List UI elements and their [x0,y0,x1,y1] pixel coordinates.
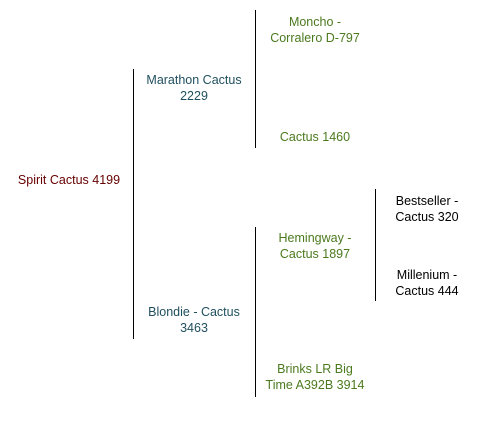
sire-name-line1: Marathon Cactus [146,73,242,87]
sire-sire-name-line1: Moncho - [288,15,342,29]
dam-dam-name-line2: Time A392B 3914 [265,378,365,392]
sire-node: Marathon Cactus 2229 [135,72,253,104]
dam-sire-name-line2: Cactus 1897 [279,247,351,261]
dam-sire-dam-name-line1: Millenium - [396,268,458,282]
connector-subject-parents [133,69,134,339]
dam-sire-name-line1: Hemingway - [278,231,352,245]
sire-sire-node: Moncho - Corralero D-797 [257,14,373,46]
subject-node: Spirit Cactus 4199 [10,172,128,188]
connector-dam-sire-parents [375,189,376,301]
sire-dam-name: Cactus 1460 [279,130,351,144]
sire-sire-name-line2: Corralero D-797 [270,31,360,45]
dam-sire-node: Hemingway - Cactus 1897 [257,230,373,262]
dam-node: Blondie - Cactus 3463 [135,304,253,336]
dam-sire-sire-name-line2: Cactus 320 [395,210,459,224]
sire-name-line2: 2229 [180,89,208,103]
dam-dam-node: Brinks LR Big Time A392B 3914 [257,361,373,393]
dam-name-line1: Blondie - Cactus [148,305,240,319]
dam-sire-dam-node: Millenium - Cactus 444 [377,267,477,299]
dam-sire-sire-name-line1: Bestseller - [395,194,459,208]
subject-name: Spirit Cactus 4199 [17,173,121,187]
dam-dam-name-line1: Brinks LR Big [277,362,353,376]
connector-dam-parents [255,227,256,397]
connector-sire-parents [255,10,256,148]
dam-name-line2: 3463 [180,321,208,335]
dam-sire-sire-node: Bestseller - Cactus 320 [377,193,477,225]
dam-sire-dam-name-line2: Cactus 444 [395,284,459,298]
sire-dam-node: Cactus 1460 [257,129,373,145]
